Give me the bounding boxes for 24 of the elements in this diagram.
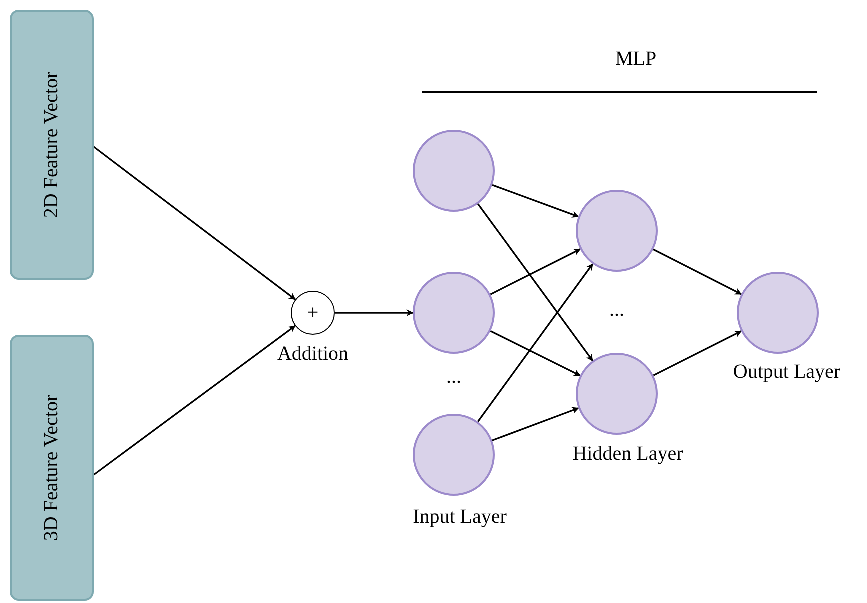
- arrow: [653, 248, 742, 296]
- layer-label: Hidden Layer: [572, 443, 684, 466]
- arrow: [93, 146, 296, 300]
- addition-circle: [291, 291, 335, 335]
- box-label: 3D Feature Vector: [40, 394, 64, 542]
- section-title: MLP: [615, 48, 657, 71]
- arrow: [490, 248, 581, 296]
- arrow: [653, 330, 742, 376]
- feature-vector-box: [10, 10, 94, 280]
- arrow: [492, 407, 580, 442]
- arrow: [94, 325, 296, 476]
- layer-label: Output Layer: [733, 361, 841, 384]
- arrow: [335, 310, 414, 316]
- arrow: [492, 184, 580, 218]
- feature-vector-box: [10, 335, 94, 601]
- ellipsis: ...: [610, 299, 624, 322]
- layer-label: Input Layer: [413, 506, 507, 529]
- plus-sign: +: [307, 303, 319, 323]
- arrow: [478, 204, 594, 362]
- ellipsis: ...: [446, 366, 462, 389]
- node-caption: Addition: [277, 343, 349, 366]
- arrow: [477, 264, 594, 422]
- box-label: 2D Feature Vector: [40, 72, 64, 218]
- arrow: [490, 330, 581, 377]
